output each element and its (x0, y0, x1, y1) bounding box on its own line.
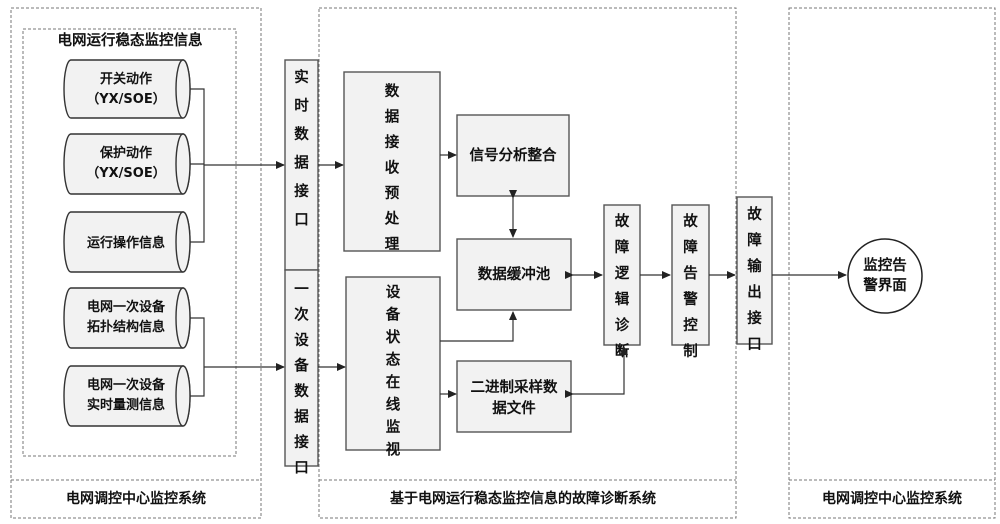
realtime-source-bracket (190, 88, 284, 243)
fault-output-interface-label: 故障输出接口 (747, 205, 762, 353)
source-switch-action-line2: （YX/SOE） (86, 91, 165, 107)
source-operation-info-line1: 运行操作信息 (87, 235, 165, 251)
realtime-data-interface: 实时数据接口 (284, 59, 319, 271)
arrow-monitor-to-buffer (440, 311, 517, 342)
fault-alarm-control-box: 故障告警控制 (671, 204, 710, 360)
source-measurement-info: 电网一次设备 实时量测信息 (63, 365, 191, 427)
center-region-border (318, 7, 737, 519)
source-switch-action-line1: 开关动作 (100, 71, 152, 87)
right-region-title: 电网调控中心监控系统 (822, 490, 962, 507)
binary-sample-file-line1: 二进制采样数 (471, 378, 558, 396)
source-group-border (22, 28, 237, 457)
equipment-state-monitor-box: 设备状态在线监视 (345, 276, 441, 459)
center-region-title: 基于电网运行稳态监控信息的故障诊断系统 (390, 490, 656, 507)
source-topology-info-line2: 拓扑结构信息 (87, 319, 165, 335)
source-measurement-info-line1: 电网一次设备 (87, 377, 166, 393)
monitor-alarm-interface: 监控告 警界面 (847, 238, 923, 314)
data-receive-preprocess-box: 数据接收预处理 (343, 71, 441, 253)
left-region-title: 电网调控中心监控系统 (66, 490, 206, 507)
arrow-binary-logic-bidir (565, 346, 628, 398)
binary-sample-file-box: 二进制采样数 据文件 (456, 360, 572, 433)
fault-output-interface-box: 故障输出接口 (736, 196, 773, 353)
data-receive-preprocess-label: 数据接收预处理 (384, 82, 400, 253)
source-switch-action: 开关动作 （YX/SOE） (63, 59, 191, 119)
signal-analysis-box: 信号分析整合 (456, 114, 570, 197)
source-measurement-info-line2: 实时量测信息 (87, 397, 165, 413)
equipment-source-bracket (190, 317, 284, 397)
monitor-alarm-interface-line2: 警界面 (862, 276, 907, 294)
fault-alarm-control-label: 故障告警控制 (682, 212, 698, 360)
equipment-data-interface: 一次设备数据接口 (284, 269, 319, 477)
equipment-state-monitor-label: 设备状态在线监视 (385, 284, 401, 459)
source-protection-action: 保护动作 （YX/SOE） (63, 133, 191, 195)
source-topology-info: 电网一次设备 拓扑结构信息 (63, 287, 191, 349)
data-buffer-pool-box: 数据缓冲池 (456, 238, 572, 311)
signal-analysis-label: 信号分析整合 (470, 146, 557, 164)
left-region-border (10, 7, 262, 519)
source-topology-info-line1: 电网一次设备 (87, 299, 166, 315)
source-operation-info: 运行操作信息 (63, 211, 191, 273)
data-buffer-pool-label: 数据缓冲池 (478, 265, 551, 283)
source-protection-action-line1: 保护动作 (99, 145, 152, 161)
monitor-alarm-interface-line1: 监控告 (863, 256, 907, 274)
source-protection-action-line2: （YX/SOE） (86, 165, 165, 181)
fault-logic-diagnosis-box: 故障逻辑诊断 (603, 204, 641, 360)
equipment-data-interface-label: 一次设备数据接口 (293, 282, 309, 477)
right-region-border (788, 7, 996, 519)
source-group-title: 电网运行稳态监控信息 (58, 31, 203, 49)
realtime-data-interface-label: 实时数据接口 (294, 68, 309, 229)
binary-sample-file-line2: 据文件 (492, 399, 536, 417)
